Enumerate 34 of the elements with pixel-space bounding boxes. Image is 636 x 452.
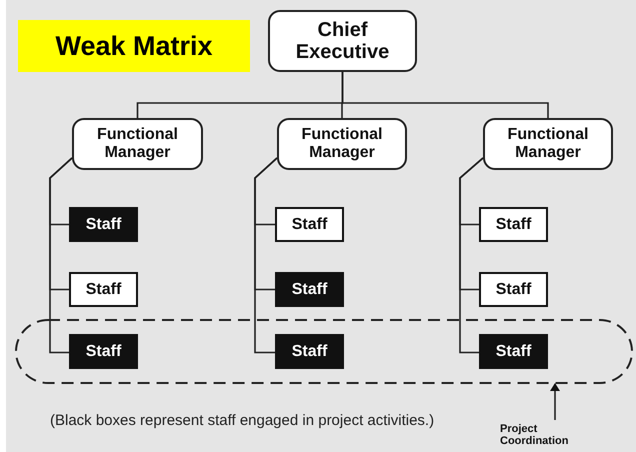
- arrow: [550, 383, 560, 420]
- node-label: Staff: [86, 280, 122, 298]
- node-label: Chief Executive: [294, 19, 390, 63]
- staff-box: [69, 207, 138, 242]
- node-label: Project Coordination: [500, 424, 570, 448]
- node-label: Staff: [292, 342, 328, 360]
- connector-line: [254, 157, 278, 354]
- node-label: Functional Manager: [96, 126, 179, 162]
- connector-line: [342, 72, 549, 118]
- title: Weak Matrix: [18, 20, 250, 72]
- staff-box: [275, 272, 344, 307]
- node-label: Staff: [496, 342, 532, 360]
- node-label: Functional Manager: [300, 126, 384, 162]
- staff-box: [479, 334, 548, 369]
- node-label: Staff: [292, 216, 328, 234]
- staff-box: [69, 272, 138, 307]
- caption: (Black boxes represent staff engaged in project activities.): [50, 412, 434, 429]
- node-label: Staff: [496, 280, 532, 298]
- node-label: Staff: [86, 216, 122, 234]
- staff-box: [275, 207, 344, 242]
- executive-box: [268, 10, 417, 72]
- node-label: Staff: [496, 216, 532, 234]
- staff-box: [479, 272, 548, 307]
- manager-box: [277, 118, 407, 170]
- connector-line: [459, 157, 484, 354]
- connector-line: [49, 157, 73, 354]
- node-label: Staff: [86, 342, 122, 360]
- manager-box: [72, 118, 203, 170]
- node-label: Staff: [292, 280, 328, 298]
- node-label: Functional Manager: [506, 126, 590, 162]
- staff-box: [275, 334, 344, 369]
- staff-box: [479, 207, 548, 242]
- staff-box: [69, 334, 138, 369]
- manager-box: [483, 118, 613, 170]
